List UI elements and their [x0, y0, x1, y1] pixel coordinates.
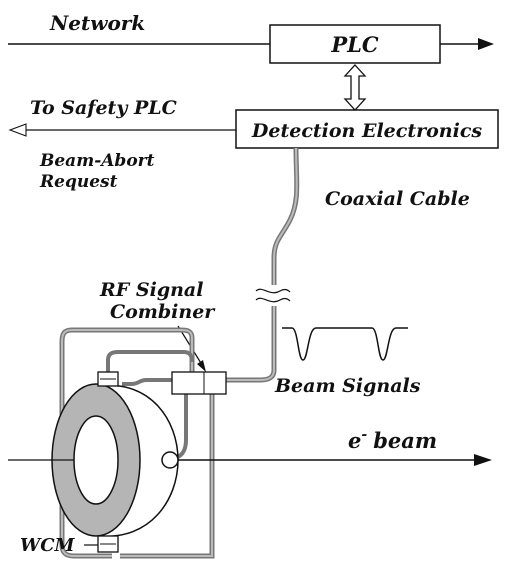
- network-label: Network: [49, 11, 145, 35]
- wcm-outer-cable-inner: [61, 329, 193, 557]
- beam-signals-label: Beam Signals: [274, 375, 421, 397]
- coaxial-cable-lower-inner: [226, 306, 275, 381]
- rf-combiner-pointer-head: [197, 360, 206, 372]
- rf-signal-combiner-box: [171, 371, 227, 395]
- e-beam-superscript: -: [361, 427, 367, 443]
- beam-abort-label-2: Request: [39, 172, 118, 192]
- coaxial-cable-lower: [226, 306, 277, 383]
- plc-box: [269, 24, 441, 64]
- detection-electronics-label: Detection Electronics: [251, 120, 483, 142]
- top-connector-cable: [106, 350, 194, 374]
- beam-arrowhead: [474, 454, 492, 466]
- wcm-right-frame-inner: [120, 372, 213, 557]
- to-safety-plc-label: To Safety PLC: [30, 97, 177, 119]
- beam-signals-waveform: [282, 327, 408, 361]
- e-beam-label: e-beam: [348, 427, 437, 453]
- e-beam-symbol: e: [348, 428, 361, 453]
- top-connector-cable-2: [122, 378, 172, 386]
- coaxial-cable: [271, 147, 300, 285]
- side-pickup-circle: [161, 451, 179, 469]
- bidirectional-arrow-icon: [343, 64, 367, 111]
- coaxial-cable-label: Coaxial Cable: [325, 188, 470, 210]
- rf-signal-label-1: RF Signal: [99, 279, 203, 301]
- safety-plc-arrowhead: [8, 123, 27, 137]
- beam-abort-label-1: Beam-Abort: [39, 151, 155, 171]
- wcm-ring-hole: [73, 415, 119, 505]
- cable-break-mark: [255, 288, 291, 294]
- wcm-label: WCM: [20, 535, 76, 556]
- coaxial-cable-inner: [273, 147, 298, 285]
- e-beam-word: beam: [373, 428, 437, 453]
- cable-break-mark-2: [255, 297, 291, 303]
- rf-signal-label-2: Combiner: [110, 301, 216, 323]
- plc-label: PLC: [330, 32, 379, 57]
- network-arrowhead: [478, 38, 494, 50]
- detection-electronics-box: [235, 109, 499, 149]
